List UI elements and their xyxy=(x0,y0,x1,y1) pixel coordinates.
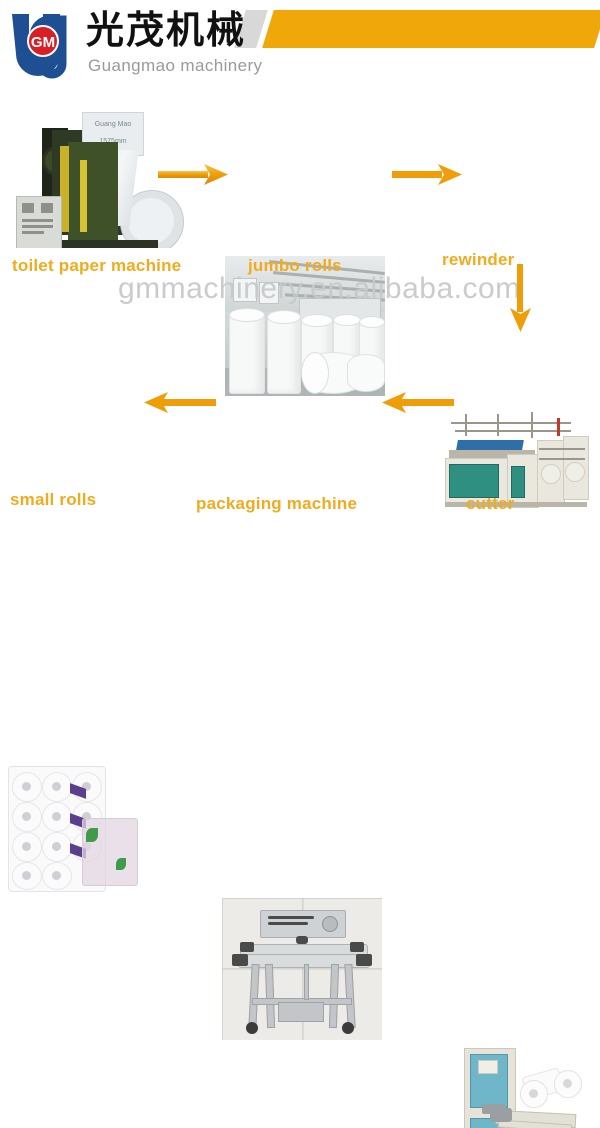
label-jumbo-rolls: jumbo rolls xyxy=(248,256,342,275)
photo-rewinder xyxy=(435,396,595,526)
logo-initials: GM xyxy=(31,34,55,51)
header: GM 光茂机械 Guangmao machinery xyxy=(0,0,600,88)
photo-packaging-machine xyxy=(222,898,382,1040)
header-orange-band xyxy=(262,10,600,48)
machine-sign-line1: Guang Mao xyxy=(94,121,132,128)
label-rewinder: rewinder xyxy=(442,250,515,269)
photo-jumbo-rolls xyxy=(225,256,385,396)
label-small-rolls: small rolls xyxy=(10,490,97,509)
arrow-tpm-to-jumbo xyxy=(158,160,230,190)
company-logo: GM xyxy=(6,6,80,80)
label-packaging-machine: packaging machine xyxy=(196,494,358,513)
photo-small-rolls xyxy=(6,758,156,898)
label-cutter: cutter xyxy=(466,494,515,513)
arrow-packaging-to-small xyxy=(140,388,216,418)
machine-sign-line2: 1575mm xyxy=(83,136,143,147)
arrow-cutter-to-packaging xyxy=(378,388,454,418)
brand-name-english: Guangmao machinery xyxy=(88,56,263,75)
arrow-jumbo-to-rewinder xyxy=(392,160,464,190)
site-watermark: gmmachinery.en.alibaba.com xyxy=(118,272,521,305)
label-toilet-paper-machine: toilet paper machine xyxy=(12,256,182,275)
brand-name-chinese: 光茂机械 xyxy=(86,8,247,52)
photo-cutter xyxy=(440,1036,595,1128)
arrow-rewinder-to-cutter xyxy=(506,264,536,334)
photo-toilet-paper-machine: Guang Mao 1575mm xyxy=(16,100,188,248)
